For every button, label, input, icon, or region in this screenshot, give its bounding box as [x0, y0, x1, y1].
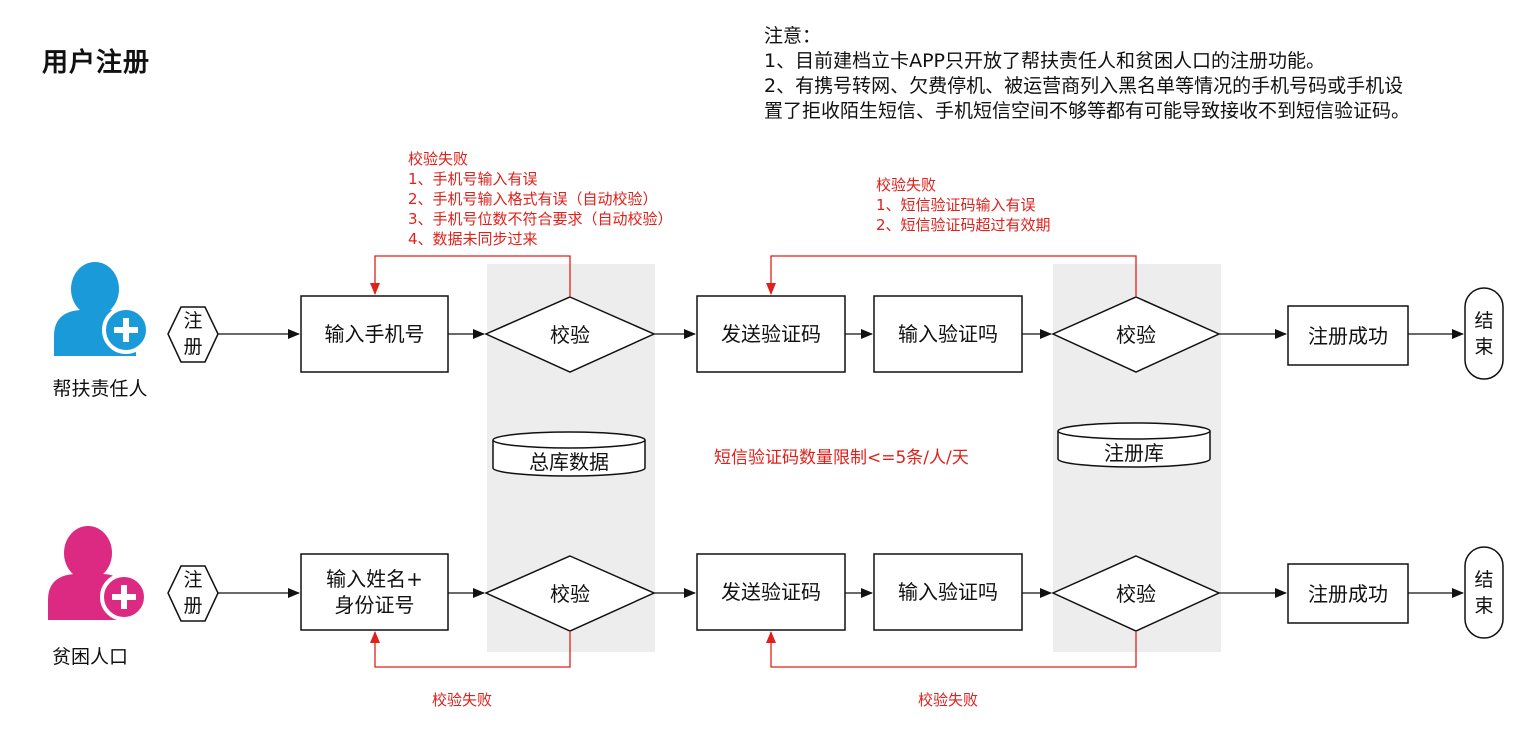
send-code-box-bottom: [696, 553, 846, 631]
check-label-top-1: 校验: [550, 322, 590, 347]
database-register-label: 注册库: [1104, 441, 1164, 465]
fail-notes-phone: 校验失败 1、手机号输入有误 2、手机号输入格式有误（自动校验） 3、手机号位数…: [408, 149, 673, 249]
notes-line-3: 置了拒收陌生短信、手机短信空间不够等都有可能导致接收不到短信验证码。: [764, 100, 1411, 122]
send-code-label-top: 发送验证码: [721, 322, 821, 346]
success-label-top: 注册成功: [1308, 323, 1388, 348]
fail-loop-top-1: [370, 255, 571, 297]
start-shape-top: [167, 306, 219, 363]
actor-label-bottom: 贫困人口: [51, 646, 128, 668]
input-id-label: 输入姓名+ 身份证号: [326, 567, 423, 617]
send-code-label-bottom: 发送验证码: [721, 580, 821, 604]
fail-notes-code: 校验失败 1、短信验证码输入有误 2、短信验证码超过有效期: [876, 175, 1051, 235]
check-label-top-2: 校验: [1116, 322, 1156, 347]
fail-note-item: 2、手机号输入格式有误（自动校验）: [408, 190, 658, 208]
success-box-top: [1287, 305, 1409, 366]
fail-note-item: 4、数据未同步过来: [408, 230, 538, 248]
enter-code-label-bottom: 输入验证吗: [898, 580, 998, 604]
start-label-bottom: 注 册: [183, 569, 203, 617]
user-add-icon-bottom: [48, 526, 148, 621]
fail-note-item: 1、手机号输入有误: [408, 170, 538, 188]
sms-limit-note: 短信验证码数量限制<=5条/人/天: [714, 448, 969, 468]
check-diamond-top-2: [1051, 296, 1221, 373]
end-label-top: 结 束: [1474, 310, 1494, 358]
check-diamond-top-1: [484, 296, 656, 373]
check-label-bottom-1: 校验: [550, 581, 590, 606]
check-label-bottom-2: 校验: [1116, 581, 1156, 606]
end-shape-bottom: [1464, 546, 1504, 639]
user-add-icon-top: [54, 262, 150, 356]
send-code-box-top: [696, 295, 846, 373]
fail-note-bottom-left: 校验失败: [432, 691, 493, 709]
success-label-bottom: 注册成功: [1308, 581, 1388, 606]
fail-loop-top-2: [766, 255, 1137, 297]
database-main-label: 总库数据: [529, 450, 609, 474]
start-label-top: 注 册: [183, 310, 203, 358]
end-shape-top: [1464, 287, 1504, 380]
input-id-box: [300, 553, 449, 631]
end-label-bottom: 结 束: [1474, 569, 1494, 617]
fail-loop-bottom-1: [370, 631, 571, 668]
input-phone-label: 输入手机号: [324, 322, 425, 346]
fail-note-item: 2、短信验证码超过有效期: [876, 216, 1051, 234]
enter-code-box-top: [873, 295, 1023, 373]
enter-code-box-bottom: [873, 553, 1023, 631]
notes-line-2: 2、有携号转网、欠费停机、被运营商列入黑名单等情况的手机号码或手机设: [764, 75, 1404, 97]
notes-heading: 注意：: [764, 25, 822, 47]
fail-note-bottom-right: 校验失败: [918, 691, 979, 709]
actor-label-top: 帮扶责任人: [52, 378, 148, 400]
notes: 注意： 1、目前建档立卡APP只开放了帮扶责任人和贫困人口的注册功能。 2、有携…: [764, 24, 1410, 124]
database-main: [492, 431, 646, 477]
fail-notes-code-title: 校验失败: [876, 176, 937, 194]
start-shape-bottom: [167, 565, 219, 622]
input-phone-box: [300, 295, 449, 373]
notes-line-1: 1、目前建档立卡APP只开放了帮扶责任人和贫困人口的注册功能。: [764, 50, 1326, 72]
fail-notes-phone-title: 校验失败: [408, 150, 469, 168]
page-title: 用户注册: [42, 48, 151, 78]
fail-loop-bottom-2: [766, 631, 1137, 668]
enter-code-label-top: 输入验证吗: [898, 322, 998, 346]
fail-note-item: 1、短信验证码输入有误: [876, 196, 1036, 214]
database-register: [1057, 422, 1211, 468]
fail-note-item: 3、手机号位数不符合要求（自动校验）: [408, 210, 673, 228]
